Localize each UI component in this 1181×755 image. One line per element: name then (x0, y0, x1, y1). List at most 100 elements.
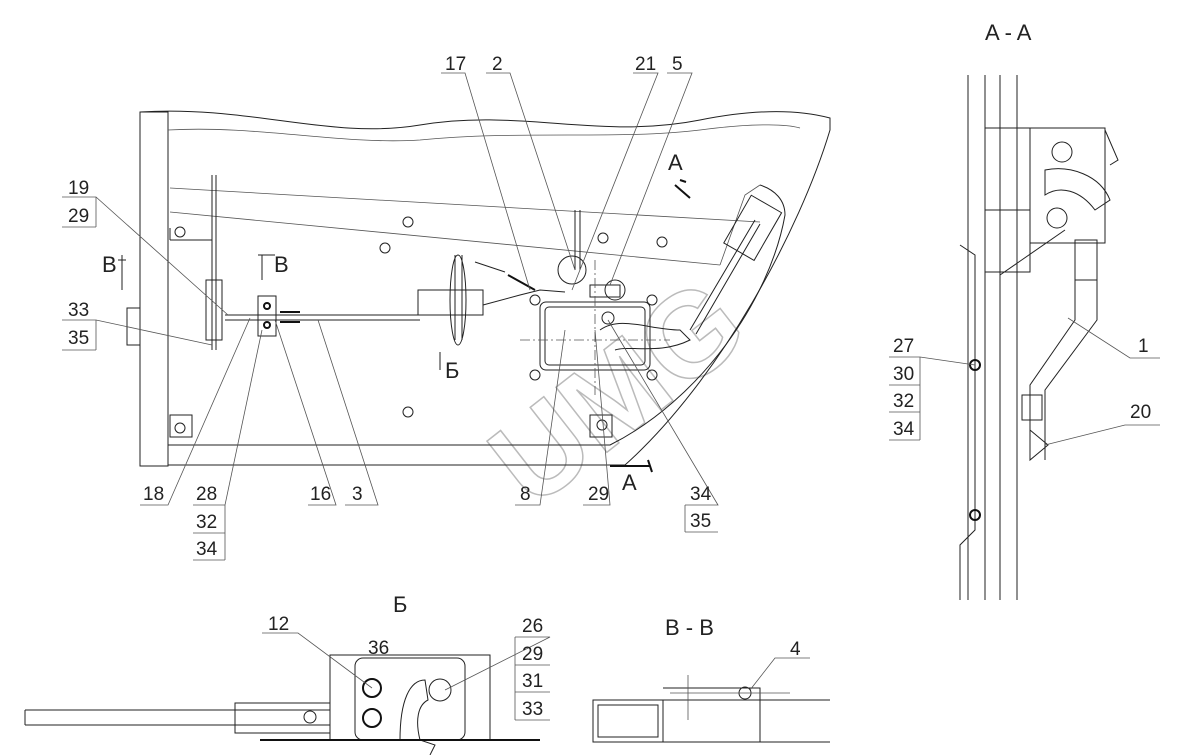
callout-36: 36 (368, 638, 389, 659)
callout-34a: 34 (196, 539, 218, 560)
callout-30: 30 (893, 364, 914, 385)
callout-28: 28 (196, 484, 217, 505)
drawing-line (441, 72, 531, 291)
callout-29a: 29 (68, 206, 89, 227)
drawing-line (597, 232, 609, 244)
drawing-line (604, 279, 626, 301)
callout-8: 8 (520, 484, 531, 505)
section-a-bottom: A (622, 470, 637, 495)
section-b-mark: Б (445, 358, 459, 383)
drawing-line (574, 210, 581, 270)
drawing-line (589, 414, 613, 438)
drawing-line (24, 709, 330, 726)
drawing-line (402, 406, 414, 418)
drawing-line (126, 307, 141, 346)
drawing-line (674, 179, 691, 199)
drawing-line (303, 710, 317, 724)
drawing-line (454, 255, 463, 340)
callout-19: 19 (68, 178, 89, 199)
drawing-line (589, 284, 621, 298)
callout-1: 1 (1138, 336, 1149, 357)
drawing-line (486, 72, 576, 271)
drawing-line (1029, 127, 1106, 244)
callout-35b: 35 (690, 511, 711, 532)
drawing-line (274, 319, 337, 506)
drawing-line (529, 294, 541, 306)
drawing-line (719, 184, 761, 266)
drawing-line (1074, 239, 1098, 281)
drawing-line (362, 678, 382, 698)
drawing-line (118, 255, 126, 290)
drawing-line (967, 75, 1018, 600)
drawing-line (969, 509, 981, 521)
drawing-line (174, 422, 186, 434)
drawing-line (317, 319, 379, 506)
spring-17 (507, 274, 536, 291)
drawing-line (263, 321, 271, 329)
drawing-line (379, 242, 391, 254)
vertical-rod (211, 175, 217, 350)
callout-31: 31 (522, 671, 543, 692)
drawing-line (689, 219, 761, 335)
drawing-line (169, 187, 761, 223)
drawing-line (449, 254, 467, 346)
drawing-line (723, 194, 783, 262)
callout-26: 26 (522, 616, 543, 637)
drawing-line (599, 322, 691, 351)
callout-33b: 33 (522, 699, 543, 720)
section-v-right: В (274, 252, 289, 277)
drawing-line (168, 184, 786, 446)
callout-5: 5 (672, 54, 683, 75)
drawing-line (607, 319, 719, 533)
drawing-line (529, 369, 541, 381)
drawing-line (169, 414, 193, 438)
drawing-line (169, 211, 721, 266)
drawing-line (557, 255, 587, 285)
drawing-line (571, 72, 659, 291)
section-v-left: В (102, 252, 117, 277)
watermark: UMG (466, 253, 769, 531)
drawing-line (597, 704, 659, 738)
drawing-line (656, 236, 668, 248)
drawing-line (482, 289, 566, 306)
drawing-line (205, 279, 223, 341)
drawing-line (402, 216, 414, 228)
drawing-line (959, 244, 976, 600)
callout-2: 2 (492, 54, 503, 75)
drawing-line (583, 329, 611, 506)
drawing-line (609, 72, 693, 286)
drawing-line (663, 687, 830, 743)
callout-18: 18 (143, 484, 164, 505)
drawing-line (329, 654, 491, 741)
callout-3: 3 (352, 484, 363, 505)
drawing-line (592, 699, 664, 743)
section-a-a-title: A - A (985, 20, 1032, 45)
callout-32b: 32 (893, 391, 914, 412)
callout-34b: 34 (690, 484, 712, 505)
callout-27: 27 (893, 336, 914, 357)
view-b: Б 12 36 26 29 31 33 (24, 592, 551, 755)
callout-35a: 35 (68, 328, 89, 349)
drawing-line (596, 419, 608, 431)
drawing-line (749, 657, 810, 691)
drawing-line (1021, 394, 1043, 421)
drawing-line (646, 369, 658, 381)
drawing-line (601, 311, 615, 325)
callout-34c: 34 (893, 419, 915, 440)
drawing-line (520, 260, 670, 395)
drawing-line (999, 229, 1066, 276)
drawing-line (62, 319, 213, 351)
section-marks: A A В В Б (102, 150, 691, 495)
drawing-line (1051, 141, 1073, 163)
drawing-line (193, 329, 263, 561)
view-b-title: Б (393, 592, 407, 617)
callout-33a: 33 (68, 300, 89, 321)
drawing-line (62, 196, 229, 316)
drawing-line (1067, 317, 1160, 359)
drawing-line (474, 261, 506, 273)
drawing-line (257, 295, 277, 337)
callout-29b: 29 (588, 484, 609, 505)
drawing-line (670, 675, 790, 720)
